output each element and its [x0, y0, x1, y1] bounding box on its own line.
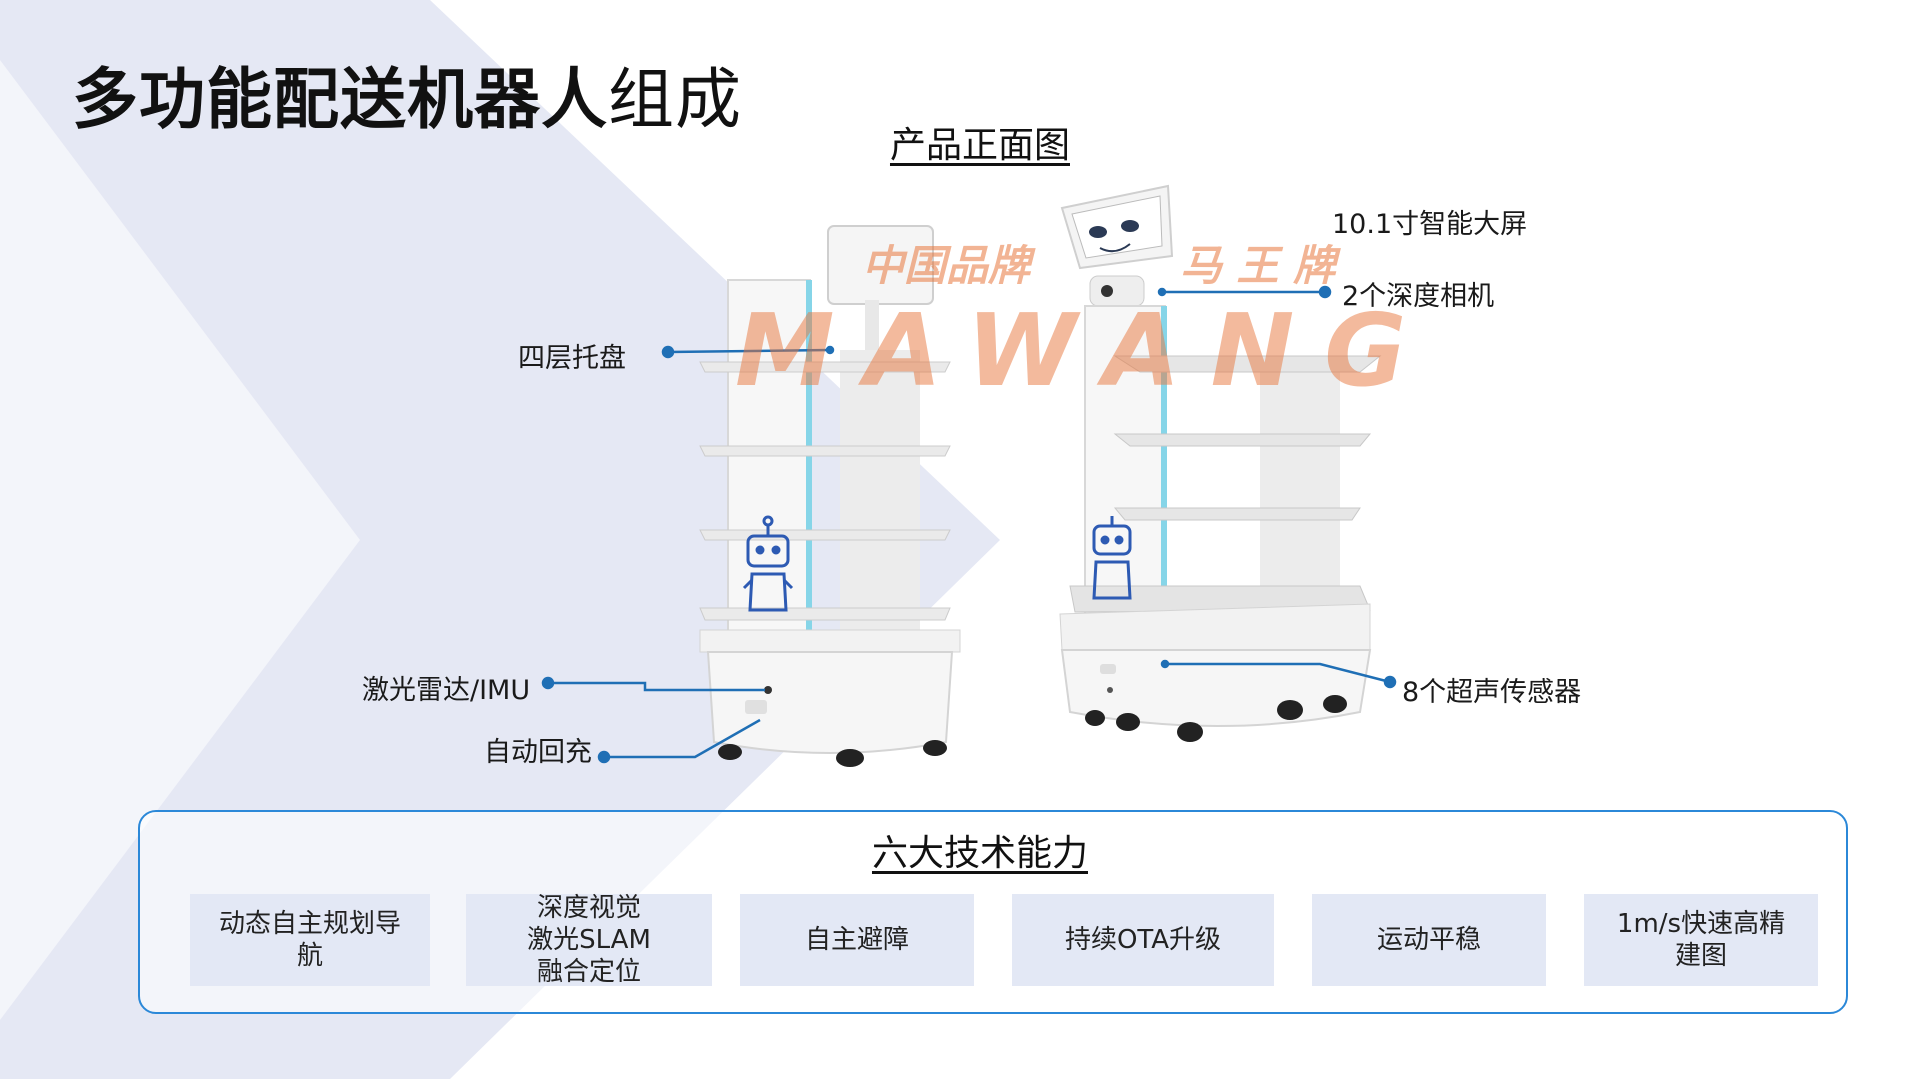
product-front-view-heading: 产品正面图 — [889, 125, 1070, 166]
callout-trays: 四层托盘 — [518, 343, 626, 374]
watermark-en: MAWANG — [735, 292, 1437, 409]
capability-line: 融合定位 — [536, 957, 641, 987]
page-title: 多功能配送机器人组成 — [72, 46, 742, 142]
capability-fusion-localization: 深度视觉 激光SLAM 融合定位 — [466, 893, 712, 987]
capability-line: 建图 — [1674, 941, 1727, 971]
capability-line: 1m/s快速高精 — [1616, 909, 1786, 939]
callout-ultrasonic-sensors: 8个超声传感器 — [1402, 677, 1582, 708]
capability-obstacle-avoidance: 自主避障 — [740, 894, 974, 986]
capability-ota-upgrade: 持续OTA升级 — [1012, 894, 1274, 986]
right-robot-image — [1059, 184, 1382, 742]
watermark-cn2: 马 王 牌 — [1180, 241, 1336, 290]
page-title-light: 组成 — [608, 61, 742, 138]
capability-line: 航 — [296, 941, 323, 971]
callout-auto-charge: 自动回充 — [484, 737, 592, 768]
capability-dynamic-navigation: 动态自主规划导 航 — [190, 894, 430, 986]
capability-line: 激光SLAM — [527, 925, 651, 955]
capability-line: 动态自主规划导 — [218, 909, 401, 939]
capability-line: 自主避障 — [804, 925, 909, 955]
callout-depth-camera: 2个深度相机 — [1342, 281, 1495, 312]
capability-fast-mapping: 1m/s快速高精 建图 — [1584, 894, 1818, 986]
capabilities-heading: 六大技术能力 — [871, 833, 1088, 874]
callout-lidar-imu: 激光雷达/IMU — [362, 675, 531, 706]
capability-line: 持续OTA升级 — [1064, 925, 1222, 955]
watermark-cn: 中国品牌 — [862, 241, 1031, 290]
capability-smooth-motion: 运动平稳 — [1312, 894, 1546, 986]
capability-line: 深度视觉 — [536, 893, 641, 923]
page-title-bold: 多功能配送机器人 — [72, 61, 608, 138]
capability-line: 运动平稳 — [1376, 925, 1481, 955]
leader-lines — [541, 285, 1397, 764]
callout-screen: 10.1寸智能大屏 — [1332, 209, 1528, 240]
left-robot-image — [699, 225, 961, 767]
